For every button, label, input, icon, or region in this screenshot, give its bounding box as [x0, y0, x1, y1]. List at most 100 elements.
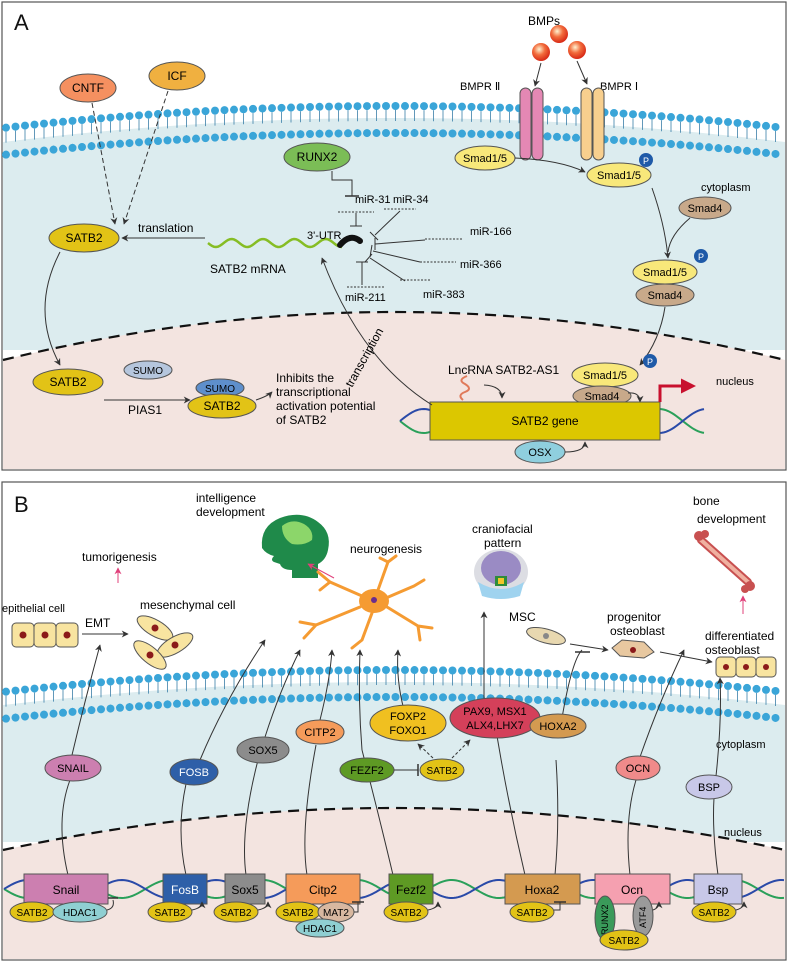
gene-ocn: Ocn — [621, 883, 643, 897]
satb2-complex: SATB2 — [699, 908, 730, 919]
brain-head-icon — [261, 514, 329, 578]
nucleus-label-b: nucleus — [724, 827, 762, 839]
gene-fezf2: Fezf2 — [396, 883, 426, 897]
inhibits-text: Inhibits the — [276, 371, 334, 385]
satb2-label: SATB2 — [203, 399, 240, 413]
satb2-complex: SATB2 — [517, 908, 548, 919]
hdac1-label: HDAC1 — [63, 908, 97, 919]
gene-hoxa2: Hoxa2 — [525, 883, 560, 897]
icf-label: ICF — [167, 69, 186, 83]
satb2-protein-b: SATB2 — [427, 766, 458, 777]
mir-166: miR-166 — [470, 226, 512, 238]
satb2-gene-label: SATB2 gene — [511, 414, 578, 428]
sumo-label: SUMO — [133, 366, 163, 377]
smad4-label: Smad4 — [688, 203, 723, 215]
transcription-start-arrow — [658, 378, 696, 402]
neuron-icon — [298, 554, 434, 650]
lncrna-squiggle — [459, 375, 470, 401]
pax9-msx1-protein: PAX9, MSX1 — [463, 706, 526, 718]
tumorigenesis-label: tumorigenesis — [82, 550, 157, 564]
satb2-complex: SATB2 — [221, 908, 252, 919]
bmpr2-receptor — [519, 87, 544, 161]
intelligence-label: development — [196, 505, 265, 519]
bmp-ligand — [550, 25, 568, 43]
gene-citp2: Citp2 — [309, 883, 337, 897]
cytoplasm-label-a: cytoplasm — [701, 182, 751, 194]
skull-icon — [474, 549, 528, 599]
runx2-label-a: RUNX2 — [297, 150, 338, 164]
satb2-protein — [48, 223, 120, 253]
satb2-label: SATB2 — [49, 375, 86, 389]
cell-membrane-b — [2, 666, 780, 723]
smad4-label: Smad4 — [585, 391, 620, 403]
sumo-label: SUMO — [205, 384, 235, 395]
phospho-label: P — [647, 357, 653, 367]
hoxa2-protein: HOXA2 — [539, 721, 576, 733]
foxp2-protein: FOXP2 — [390, 711, 426, 723]
panel-a: A BMPs BMPR Ⅱ BMPR Ⅰ CNTF ICF SATB2 tran… — [1, 1, 787, 471]
bmp-ligand — [532, 43, 550, 61]
epithelial-cell-icon — [11, 622, 79, 648]
bmps-label: BMPs — [528, 14, 560, 28]
neurogenesis-label: neurogenesis — [350, 542, 422, 556]
satb2-complex: SATB2 — [17, 908, 48, 919]
foxo1-protein: FOXO1 — [389, 725, 426, 737]
progenitor-label: osteoblast — [610, 624, 665, 638]
satb2-label: SATB2 — [65, 231, 102, 245]
intelligence-label: intelligence — [196, 491, 256, 505]
bsp-protein: BSP — [698, 782, 720, 794]
mesenchymal-cell-icon — [133, 615, 194, 670]
utr-label: 3'-UTR — [307, 230, 342, 242]
emt-label: EMT — [85, 616, 111, 630]
mrna-label: SATB2 mRNA — [210, 262, 286, 276]
osx-label: OSX — [528, 447, 552, 459]
panel-label-b: B — [14, 492, 29, 517]
msc-label: MSC — [509, 610, 536, 624]
nucleus-label-a: nucleus — [716, 376, 754, 388]
smad4-label: Smad4 — [648, 290, 683, 302]
satb2-complex: SATB2 — [391, 908, 422, 919]
satb2-complex: SATB2 — [155, 908, 186, 919]
inhibits-text: of SATB2 — [276, 413, 327, 427]
bmpr1-receptor — [580, 87, 605, 161]
sox5-protein: SOX5 — [248, 745, 277, 757]
lncrna-label: LncRNA SATB2-AS1 — [448, 363, 559, 377]
mir-211: miR-211 — [345, 292, 386, 304]
alx4-lhx7-protein: ALX4,LHX7 — [466, 720, 523, 732]
satb2-mrna — [207, 237, 343, 249]
bone-icon — [694, 530, 755, 593]
mat2-label: MAT2 — [323, 908, 349, 919]
mir-383: miR-383 — [423, 289, 465, 301]
smad15-label: Smad1/5 — [583, 370, 627, 382]
inhibits-text: activation potential — [276, 399, 375, 413]
nuclear-envelope-a — [2, 310, 786, 362]
osteoblast-icon — [715, 656, 777, 678]
bmpr1-label: BMPR Ⅰ — [600, 81, 638, 93]
cytoplasm-label-b: cytoplasm — [716, 739, 766, 751]
gene-snail: Snail — [53, 883, 80, 897]
bone-dev-label: development — [697, 512, 766, 526]
mesenchymal-label: mesenchymal cell — [140, 598, 235, 612]
gene-fosb: FosB — [171, 883, 199, 897]
craniofacial-label: craniofacial — [472, 522, 533, 536]
phospho-label: P — [698, 252, 704, 262]
smad15-label: Smad1/5 — [463, 153, 507, 165]
cell-membrane-a — [2, 102, 780, 159]
phospho-label: P — [643, 156, 649, 166]
progenitor-label: progenitor — [607, 610, 661, 624]
inhibits-text: transcriptional — [276, 385, 351, 399]
fezf2-protein: FEZF2 — [350, 765, 384, 777]
craniofacial-label: pattern — [484, 536, 521, 550]
ocn-protein: OCN — [626, 763, 651, 775]
hdac1-label: HDAC1 — [303, 924, 337, 935]
gene-bsp: Bsp — [708, 883, 729, 897]
mir-34: miR-34 — [393, 194, 428, 206]
panel-label-a: A — [14, 10, 29, 35]
bmp-ligand — [568, 41, 586, 59]
differentiated-label: osteoblast — [705, 643, 760, 657]
smad15-label: Smad1/5 — [597, 170, 641, 182]
satb2-gene-bar — [429, 401, 661, 441]
satb2-complex: SATB2 — [283, 908, 314, 919]
bone-dev-label: bone — [693, 494, 720, 508]
nuclear-envelope-b — [2, 806, 786, 852]
